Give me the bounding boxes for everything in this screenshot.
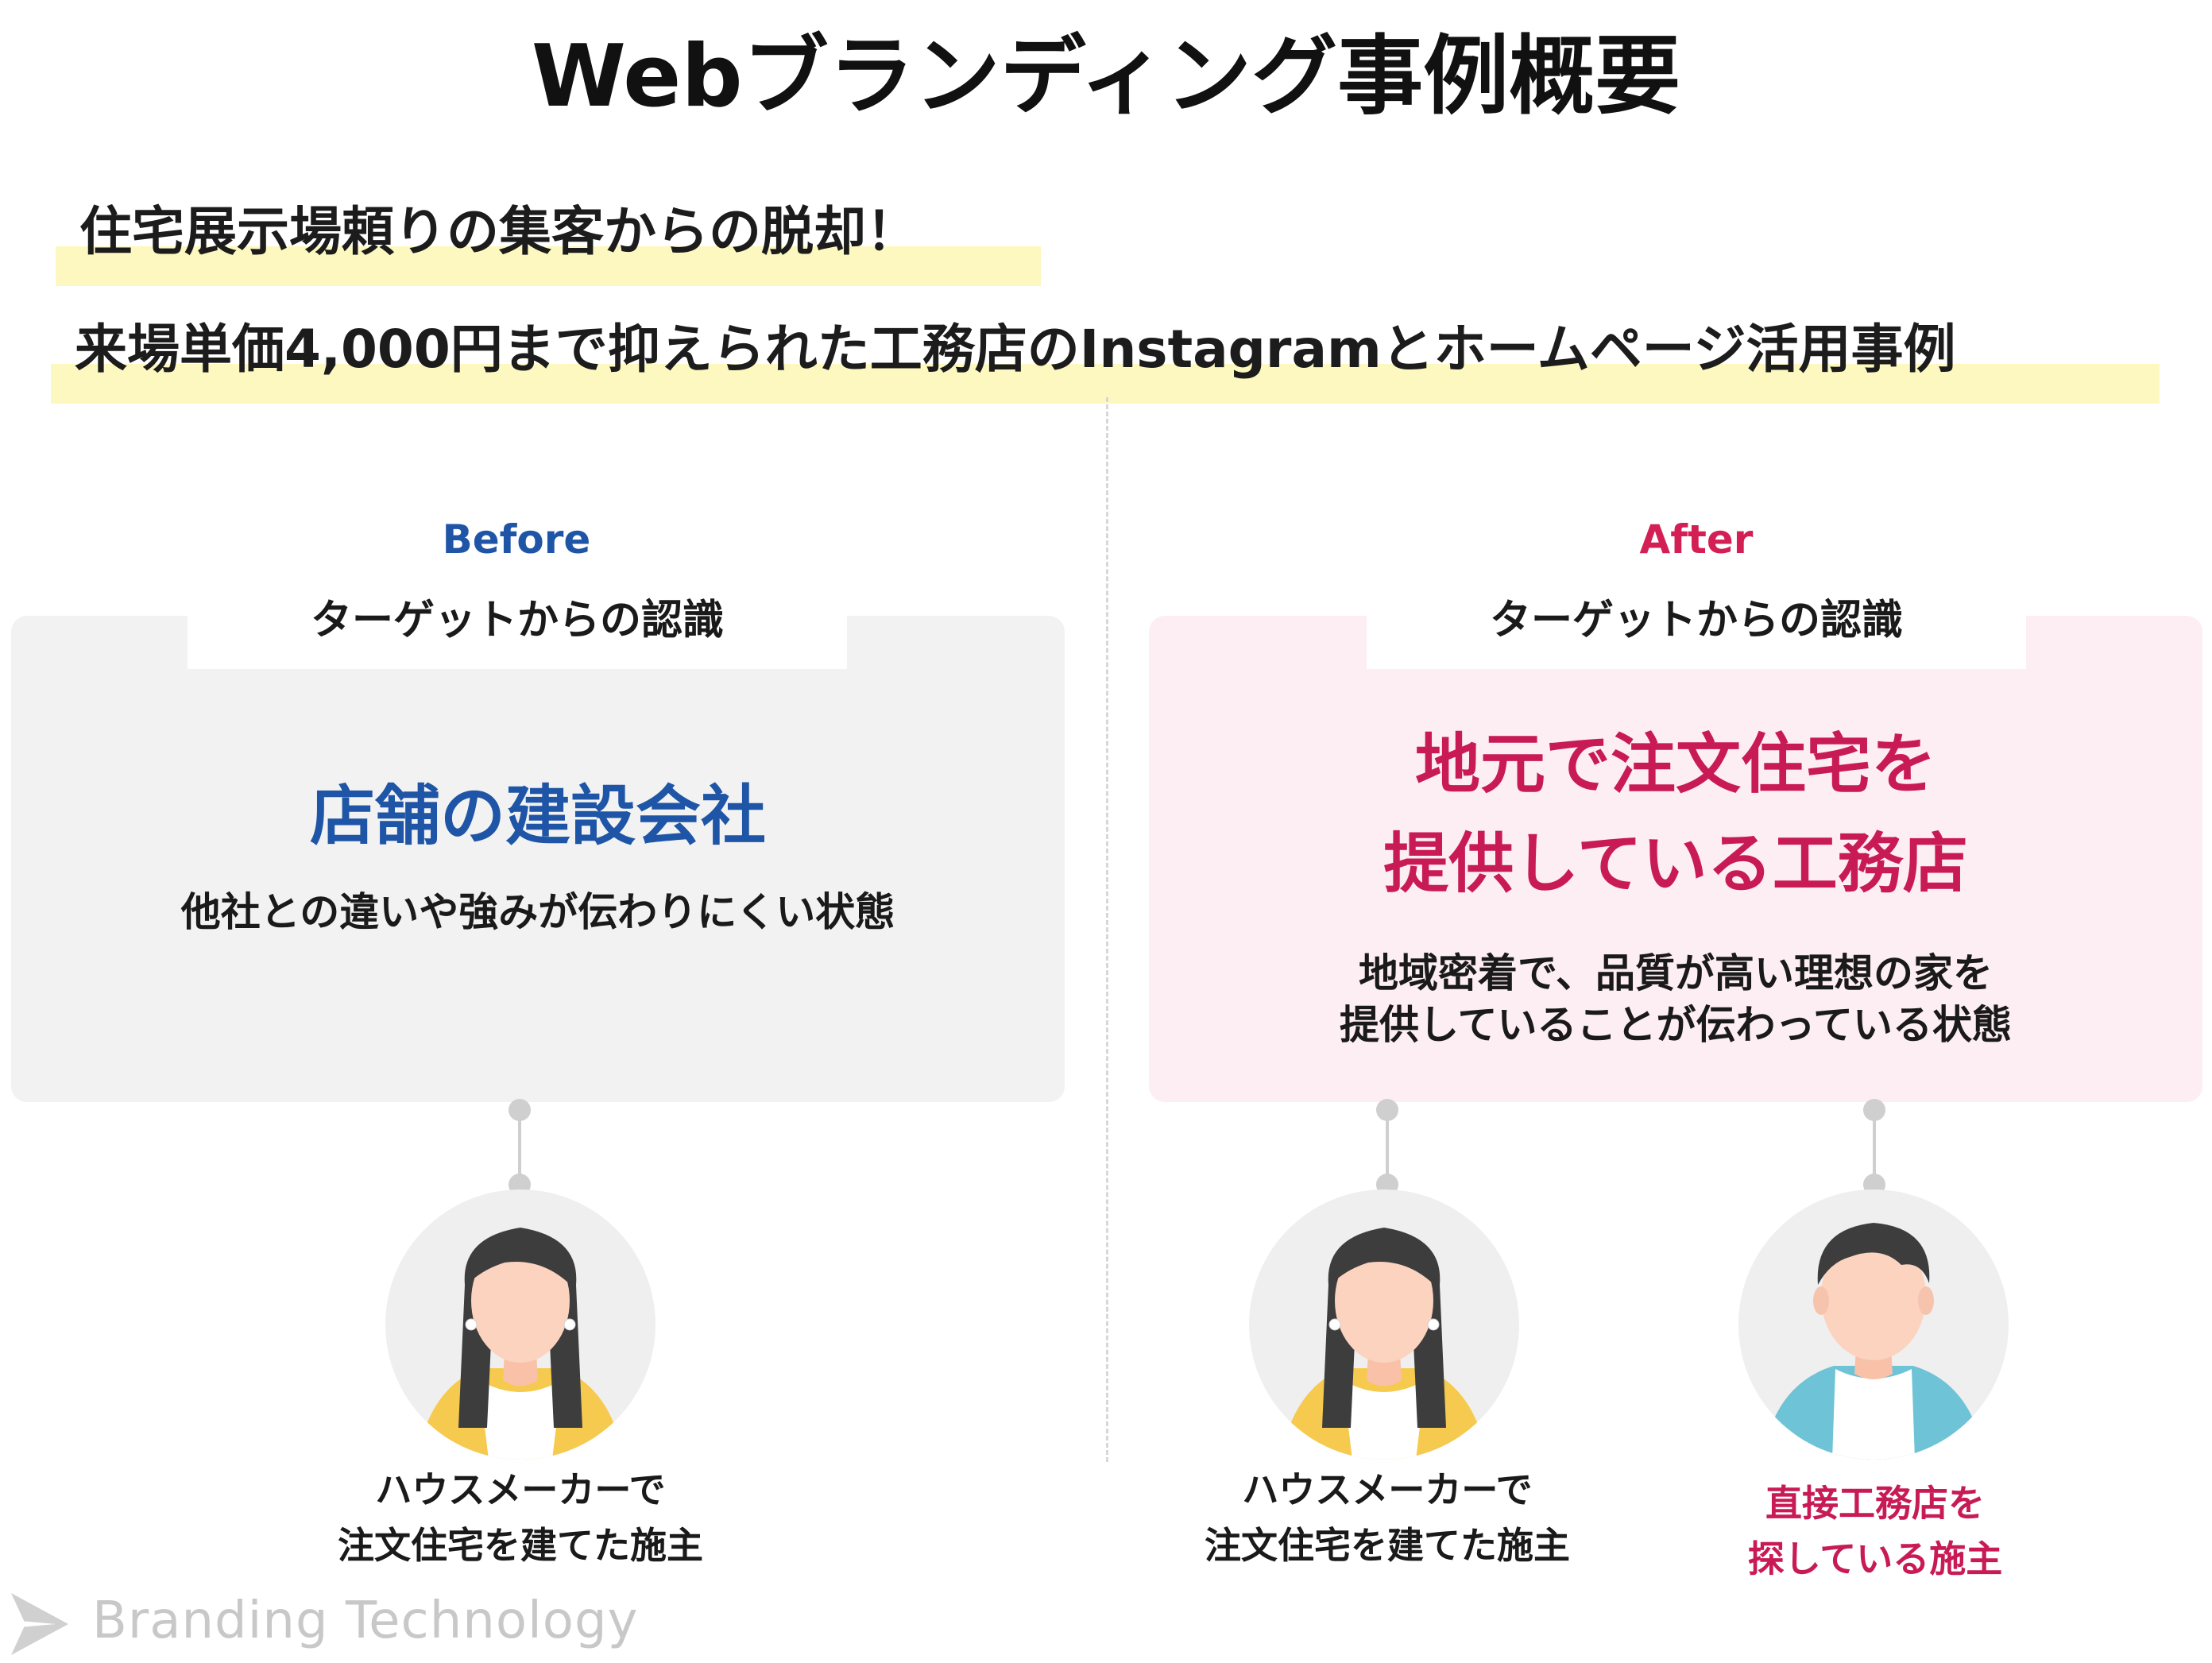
after-panel bbox=[1149, 616, 2202, 1102]
headline-1: 住宅展示場頼りの集客からの脱却！ bbox=[56, 201, 1041, 286]
page-title: Webブランディング事例概要 bbox=[531, 27, 1681, 126]
highlight-marker bbox=[51, 364, 2160, 404]
before-panel bbox=[11, 616, 1065, 1102]
connector-before bbox=[509, 1099, 531, 1197]
woman-avatar-icon bbox=[1249, 1189, 1519, 1460]
connector-after-2 bbox=[1863, 1099, 1885, 1197]
center-divider bbox=[1106, 397, 1108, 1462]
after-label: After bbox=[1639, 516, 1754, 563]
before-main-text: 店舗の建設会社 bbox=[309, 779, 766, 854]
branding-technology-logo bbox=[11, 1593, 68, 1655]
woman-avatar-icon bbox=[385, 1189, 655, 1460]
persona-caption-before: ハウスメーカーで 注文住宅を建てた施主 bbox=[338, 1468, 703, 1567]
after-tab: ターゲットからの認識 bbox=[1367, 580, 2026, 669]
brand-name: Branding Technology bbox=[92, 1591, 639, 1650]
headline-2: 来場単価4,000円まで抑えられた工務店のInstagramとホームページ活用事… bbox=[51, 319, 2160, 404]
man-avatar-icon bbox=[1738, 1189, 2009, 1460]
persona-caption-after-2: 直接工務店を 探している施主 bbox=[1747, 1482, 2003, 1580]
before-tab: ターゲットからの認識 bbox=[188, 580, 847, 669]
persona-caption-after-1: ハウスメーカーで 注文住宅を建てた施主 bbox=[1205, 1468, 1570, 1567]
before-label: Before bbox=[442, 516, 591, 563]
highlight-marker bbox=[56, 246, 1041, 286]
after-sub-line-1: 地域密着で、品質が高い理想の家を bbox=[1359, 950, 1993, 996]
before-sub-text: 他社との違いや強みが伝わりにくい状態 bbox=[180, 889, 895, 935]
connector-after-1 bbox=[1376, 1099, 1398, 1197]
headline-2-text: 来場単価4,000円まで抑えられた工務店のInstagramとホームページ活用事… bbox=[75, 319, 1956, 380]
after-sub-line-2: 提供していることが伝わっている状態 bbox=[1340, 1002, 2012, 1048]
after-main-line-1: 地元で注文住宅を bbox=[1414, 727, 1936, 802]
after-main-line-2: 提供している工務店 bbox=[1383, 826, 1968, 902]
headline-1-text: 住宅展示場頼りの集客からの脱却！ bbox=[79, 201, 918, 262]
